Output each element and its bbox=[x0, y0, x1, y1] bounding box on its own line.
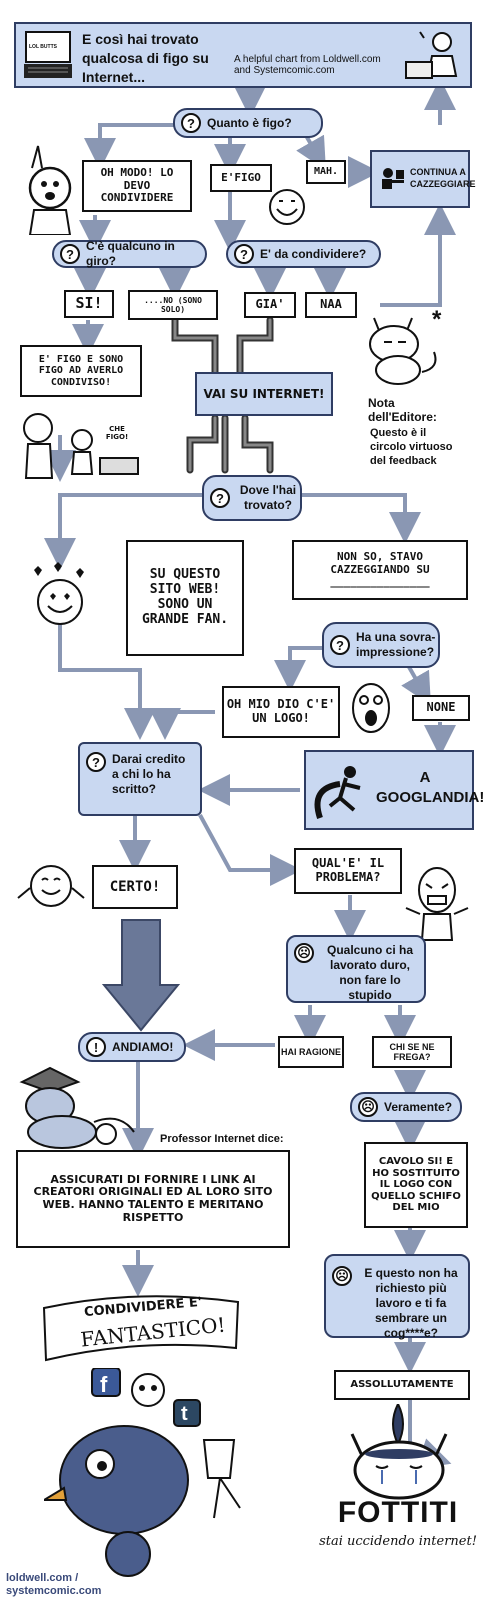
box-googlandia-text: A GOOGLANDIA! bbox=[376, 769, 485, 806]
question-icon: ? bbox=[86, 752, 106, 772]
desk-worker-icon bbox=[378, 166, 406, 194]
excited-guy-figure bbox=[18, 140, 80, 236]
note-oh-mio-dio: OH MIO DIO C'E' UN LOGO! bbox=[222, 686, 340, 738]
laptop-user-icon bbox=[402, 28, 464, 84]
note-assicurati: ASSICURATI DI FORNIRE I LINK AI CREATORI… bbox=[16, 1150, 290, 1248]
note-oh-modo: OH MODO! LO DEVO CONDIVIDERE bbox=[82, 160, 192, 212]
sad-face-icon: ☹ bbox=[294, 943, 314, 963]
box-continua: CONTINUA A CAZZEGGIARE bbox=[370, 150, 476, 208]
box-andiamo-text: ANDIAMO! bbox=[112, 1039, 174, 1054]
header-logo-text: LOL BUTTS bbox=[29, 44, 57, 50]
note-none: NONE bbox=[412, 695, 470, 721]
note-certo: CERTO! bbox=[92, 865, 178, 909]
question-dove: ? Dove l'hai trovato? bbox=[202, 475, 302, 521]
note-si: SI! bbox=[64, 290, 114, 318]
question-richiesto: ☹ E questo non ha richiesto più lavoro e… bbox=[324, 1254, 470, 1340]
question-icon: ? bbox=[210, 488, 230, 508]
box-continua-text: CONTINUA A CAZZEGGIARE bbox=[410, 167, 476, 189]
note-qual-e-problema: QUAL'E' IL PROBLEMA? bbox=[294, 848, 402, 894]
editor-star: * bbox=[432, 306, 442, 333]
note-non-so: NON SO, STAVO CAZZEGGIANDO SU __________… bbox=[292, 540, 468, 600]
question-icon: ? bbox=[330, 635, 350, 655]
page-title: E così hai trovato qualcosa di figo su I… bbox=[82, 31, 209, 85]
svg-text:f: f bbox=[100, 1372, 108, 1397]
question-text: Ha una sovra-impressione? bbox=[356, 630, 436, 659]
note-blank-line: _______________ bbox=[330, 575, 430, 589]
che-figo-label: CHE FIGO! bbox=[105, 425, 129, 441]
box-vai-su-internet: VAI SU INTERNET! bbox=[195, 372, 333, 416]
box-googlandia: A GOOGLANDIA! bbox=[304, 750, 485, 830]
question-qualcuno: ? C'è qualcuno in giro? bbox=[52, 239, 207, 268]
professor-cat-figure bbox=[10, 1062, 140, 1150]
sharing-people-figure bbox=[18, 400, 148, 480]
editor-note-title: Nota dell'Editore: bbox=[368, 396, 437, 424]
note-naa: NAA bbox=[305, 292, 357, 318]
fottiti-subtitle: stai uccidendo internet! bbox=[319, 1534, 477, 1549]
crying-cat-figure bbox=[336, 1401, 462, 1500]
smiling-face-figure bbox=[262, 185, 312, 230]
note-hai-ragione: HAI RAGIONE bbox=[278, 1036, 344, 1068]
question-condividere: ? E' da condividere? bbox=[226, 240, 381, 268]
note-non-so-text: NON SO, STAVO CAZZEGGIANDO SU bbox=[330, 550, 430, 576]
question-veramente: ☹ Veramente? bbox=[350, 1092, 462, 1122]
question-text: Qualcuno ci ha lavorato duro, non fare l… bbox=[326, 943, 413, 1002]
note-figo-condiviso: E' FIGO E SONO FIGO AD AVERLO CONDIVISO! bbox=[20, 345, 142, 397]
question-quanto-figo: ? Quanto è figo? bbox=[173, 108, 323, 138]
cat-figure bbox=[362, 308, 442, 386]
question-icon: ? bbox=[234, 244, 254, 264]
question-text: Dove l'hai trovato? bbox=[239, 483, 297, 512]
question-text: Quanto è figo? bbox=[207, 115, 292, 130]
falling-man-icon bbox=[310, 758, 380, 828]
happy-guy-figure bbox=[16, 858, 86, 918]
question-text: E' da condividere? bbox=[260, 246, 367, 261]
computer-icon bbox=[22, 30, 74, 78]
professor-caption: Professor Internet dice: bbox=[160, 1133, 284, 1145]
box-andiamo: ! ANDIAMO! bbox=[78, 1032, 186, 1062]
note-e-figo: E'FIGO bbox=[210, 164, 272, 192]
question-text: Darai credito a chi lo ha scritto? bbox=[112, 752, 186, 796]
question-text: E questo non ha richiesto più lavoro e t… bbox=[364, 1266, 458, 1340]
exclamation-icon: ! bbox=[86, 1037, 106, 1057]
question-text: Veramente? bbox=[384, 1099, 453, 1114]
fottiti-title: FOTTITI bbox=[337, 1496, 459, 1529]
note-assolutamente: ASSOLLUTAMENTE bbox=[334, 1370, 470, 1400]
shocked-face-figure bbox=[346, 678, 396, 738]
social-bird-figure: f t bbox=[40, 1367, 284, 1580]
note-mah: MAH. bbox=[306, 160, 346, 184]
note-gia: GIA' bbox=[244, 292, 296, 318]
sad-face-icon: ☹ bbox=[358, 1097, 378, 1117]
question-credito: ? Darai credito a chi lo ha scritto? bbox=[78, 742, 202, 816]
header-box: LOL BUTTS E così hai trovato qualcosa di… bbox=[14, 22, 472, 88]
header-subtitle: A helpful chart from Loldwell.com and Sy… bbox=[234, 54, 381, 76]
footer-credit: loldwell.com / systemcomic.com bbox=[6, 1572, 102, 1597]
note-cavolo: CAVOLO SI! E HO SOSTITUITO IL LOGO CON Q… bbox=[364, 1142, 468, 1228]
question-lavorato-duro: ☹ Qualcuno ci ha lavorato duro, non fare… bbox=[286, 935, 426, 1003]
editor-note-body: Questo è il circolo virtuoso del feedbac… bbox=[370, 427, 453, 467]
note-su-questo-sito: SU QUESTO SITO WEB! SONO UN GRANDE FAN. bbox=[126, 540, 244, 656]
love-face-figure bbox=[20, 560, 98, 630]
question-text: C'è qualcuno in giro? bbox=[86, 239, 175, 268]
question-icon: ? bbox=[181, 113, 201, 133]
svg-text:t: t bbox=[181, 1403, 188, 1425]
sad-face-icon: ☹ bbox=[332, 1266, 352, 1286]
note-chi-se-ne-frega: CHI SE NE FREGA? bbox=[372, 1036, 452, 1068]
question-sovra: ? Ha una sovra-impressione? bbox=[322, 622, 440, 668]
rage-guy-figure bbox=[402, 862, 472, 942]
note-no-sono-solo: ....NO (SONO SOLO) bbox=[128, 290, 218, 320]
box-vai-text: VAI SU INTERNET! bbox=[203, 387, 325, 401]
question-icon: ? bbox=[60, 244, 80, 264]
banner-condividere: CONDIVIDERE E' FANTASTICO! bbox=[38, 1288, 244, 1364]
